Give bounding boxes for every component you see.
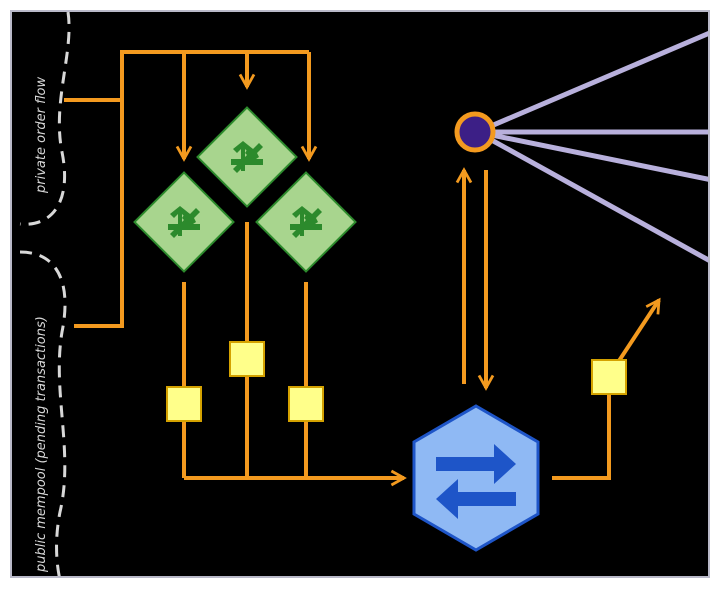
builder-right xyxy=(255,171,357,273)
swap-arrows-icon xyxy=(436,444,516,519)
public-mempool-label: public mempool (pending transactions) xyxy=(34,316,49,572)
exchange-node xyxy=(412,404,540,552)
circle-node-icon xyxy=(454,111,496,153)
order-flow-lines xyxy=(64,50,661,478)
node-fanout-lines xyxy=(475,30,708,263)
transaction-box xyxy=(591,359,627,395)
diagram-frame: private order flow public mempool (pendi… xyxy=(10,10,710,578)
flow-boundary-dashed xyxy=(19,12,71,576)
transaction-box xyxy=(166,386,202,422)
transaction-box xyxy=(288,386,324,422)
transaction-box xyxy=(229,341,265,377)
builder-top xyxy=(196,106,298,208)
flow-diagram xyxy=(19,12,708,576)
builder-left xyxy=(133,171,235,273)
private-order-flow-label: private order flow xyxy=(34,76,49,193)
